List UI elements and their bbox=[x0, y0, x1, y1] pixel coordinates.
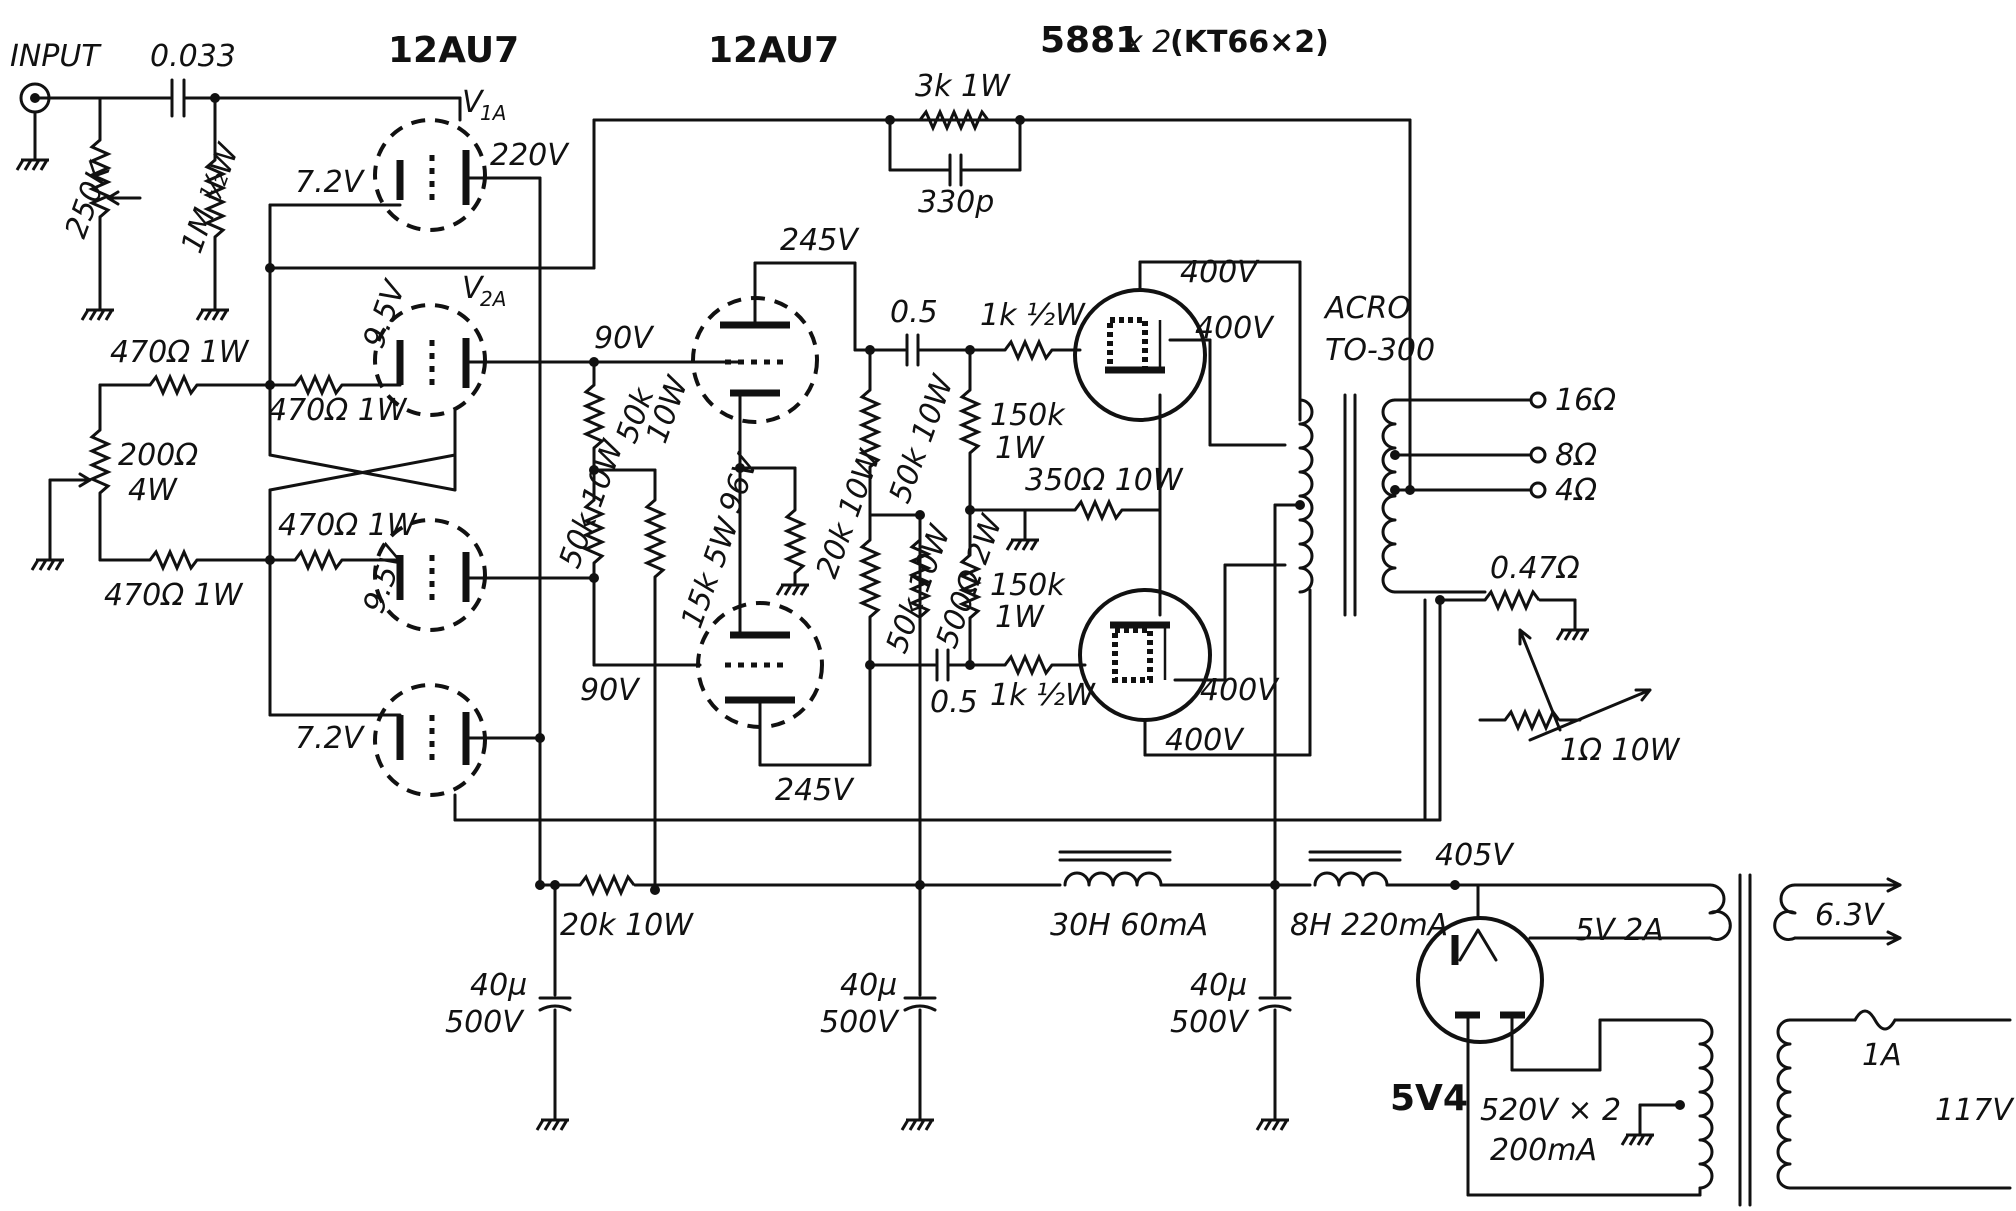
tube-label-12au7-2: 12AU7 bbox=[708, 30, 839, 71]
r470-label-a: 470Ω 1W bbox=[110, 335, 250, 370]
tube-5881-top bbox=[1073, 288, 1207, 422]
input-cap-0033 bbox=[170, 78, 186, 118]
fuse bbox=[1853, 1009, 1897, 1031]
out-screen-voltage-top: 400V bbox=[1195, 311, 1275, 346]
phase-grid-voltage-top: 90V bbox=[594, 321, 655, 356]
feedback-resistor-label: 3k 1W bbox=[915, 69, 1011, 104]
choke-30h bbox=[1058, 850, 1172, 887]
transformer-name: ACRO bbox=[1323, 291, 1411, 326]
r350-label: 350Ω 10W bbox=[1025, 463, 1184, 498]
tube-5v4-rectifier bbox=[1416, 916, 1544, 1044]
out-plate-voltage-bot: 400V bbox=[1165, 723, 1245, 758]
grid-resistor-1m-label: 1M ½W bbox=[175, 138, 247, 258]
cap-40u-label-c: 40µ bbox=[1190, 968, 1247, 1003]
choke-8h-label: 8H 220mA bbox=[1290, 908, 1448, 943]
tube-qty-label: x 2 bbox=[1124, 25, 1171, 60]
phase-cathode-voltage: 96V bbox=[713, 448, 767, 517]
tap-8-ohm: 8Ω bbox=[1555, 438, 1597, 473]
r470-label-d: 470Ω 1W bbox=[104, 578, 244, 613]
r470-label-b: 470Ω 1W bbox=[268, 393, 408, 428]
fuse-label: 1A bbox=[1862, 1038, 1902, 1073]
cap-40u-label-a: 40µ bbox=[470, 968, 527, 1003]
feedback-cap-label: 330p bbox=[918, 185, 994, 220]
v1a-label: V bbox=[462, 85, 485, 120]
bplus-voltage: 405V bbox=[1435, 838, 1515, 873]
phase-grid-voltage-bot: 90V bbox=[580, 673, 641, 708]
choke-8h bbox=[1308, 850, 1402, 887]
v3-cathode-voltage: 9.5V bbox=[357, 539, 414, 617]
r150k-label-top: 150k bbox=[990, 398, 1066, 433]
transformer-model: TO-300 bbox=[1325, 333, 1435, 368]
v2a-cathode-voltage: 9.5V bbox=[357, 274, 414, 352]
tube-5881-bottom bbox=[1078, 588, 1212, 722]
resistor-1ohm-variable bbox=[1503, 708, 1561, 732]
feedback-resistor-3k bbox=[918, 108, 990, 132]
phase-plate-voltage-top: 245V bbox=[780, 223, 860, 258]
tap-16-ohm: 16Ω bbox=[1555, 383, 1616, 418]
resistor-047 bbox=[1483, 588, 1541, 612]
filament-63v-label: 6.3V bbox=[1815, 898, 1886, 933]
v1a-plate-voltage: 220V bbox=[490, 138, 570, 173]
out-plate-voltage-top: 400V bbox=[1180, 255, 1260, 290]
svg-text:1A: 1A bbox=[480, 101, 506, 125]
input-pot-250k bbox=[88, 138, 112, 219]
choke-30h-label: 30H 60mA bbox=[1050, 908, 1208, 943]
input-label: INPUT bbox=[10, 39, 102, 74]
r200-label: 200Ω bbox=[118, 438, 198, 473]
v4-cathode-voltage: 7.2V bbox=[295, 721, 366, 756]
svg-text:500V: 500V bbox=[445, 1005, 525, 1040]
tube-label-5881: 5881 bbox=[1040, 20, 1140, 61]
resistor-047-label: 0.47Ω bbox=[1490, 551, 1580, 586]
v2a-label: V bbox=[462, 271, 485, 306]
r50k-label-c: 50k 10W bbox=[883, 370, 962, 508]
r470-label-c: 470Ω 1W bbox=[278, 508, 418, 543]
r1k-label-top: 1k ½W bbox=[980, 298, 1086, 333]
tube-label-12au7-1: 12AU7 bbox=[388, 30, 519, 71]
hv-winding-label: 520V × 2 bbox=[1480, 1093, 1621, 1128]
r1k-label-bot: 1k ½W bbox=[990, 678, 1096, 713]
r150k-label-bot: 150k bbox=[990, 568, 1066, 603]
cap-40u-label-b: 40µ bbox=[840, 968, 897, 1003]
filament-5v-label: 5V 2A bbox=[1575, 913, 1664, 948]
svg-text:2A: 2A bbox=[480, 287, 506, 311]
input-cap-label: 0.033 bbox=[150, 39, 236, 74]
feedback-cap-330p bbox=[948, 153, 963, 187]
balance-pot-200 bbox=[88, 428, 112, 495]
svg-text:500V: 500V bbox=[820, 1005, 900, 1040]
tube-alt-label: (KT66×2) bbox=[1170, 25, 1329, 60]
hv-current-label: 200mA bbox=[1490, 1133, 1597, 1168]
svg-text:1W: 1W bbox=[995, 431, 1045, 466]
r50k-label-b: 50k 10W bbox=[553, 435, 632, 573]
output-transformer bbox=[1298, 393, 1397, 617]
cap-05-label-bot: 0.5 bbox=[930, 685, 978, 720]
r200-watt-label: 4W bbox=[128, 473, 178, 508]
phase-plate-voltage-bot: 245V bbox=[775, 773, 855, 808]
power-transformer bbox=[1698, 873, 1797, 1207]
resistor-1ohm-label: 1Ω 10W bbox=[1560, 733, 1681, 768]
svg-text:1W: 1W bbox=[995, 600, 1045, 635]
r15k-label: 15k 5W bbox=[675, 513, 747, 633]
v1a-cathode-voltage: 7.2V bbox=[295, 165, 366, 200]
svg-text:500V: 500V bbox=[1170, 1005, 1250, 1040]
cap-05-label-top: 0.5 bbox=[890, 295, 938, 330]
out-screen-voltage-bot: 400V bbox=[1200, 673, 1280, 708]
grid-resistor-1m bbox=[203, 158, 227, 239]
resistor-20k-decoupling bbox=[578, 873, 636, 897]
rectifier-label: 5V4 bbox=[1390, 1078, 1468, 1119]
resistor-20k-dec-label: 20k 10W bbox=[560, 908, 694, 943]
mains-voltage-label: 117V bbox=[1935, 1093, 2015, 1128]
tube-v4 bbox=[373, 683, 487, 797]
tap-4-ohm: 4Ω bbox=[1555, 473, 1597, 508]
tube-v1a bbox=[373, 118, 487, 232]
